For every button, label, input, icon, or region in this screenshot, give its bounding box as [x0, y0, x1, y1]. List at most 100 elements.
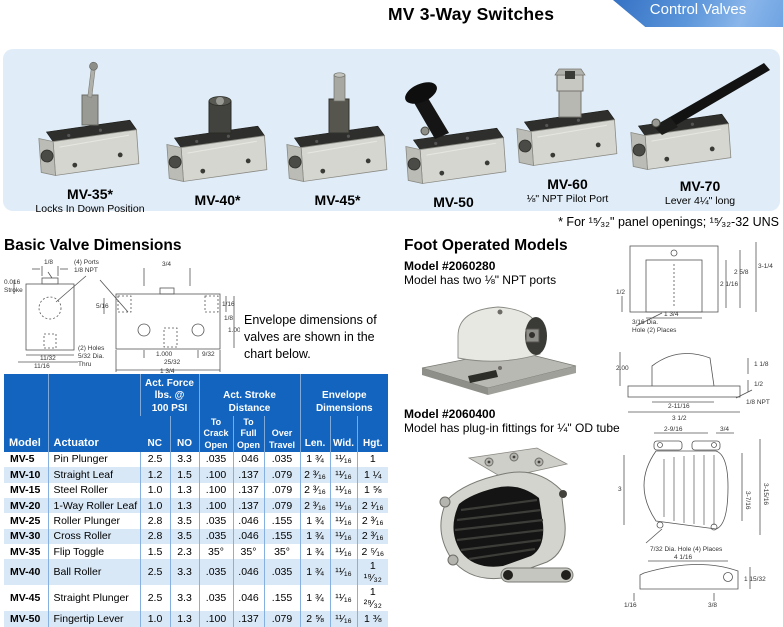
col-header-nc: NC	[140, 416, 170, 452]
svg-text:3-15/16: 3-15/16	[762, 483, 769, 505]
col-header-len: Len.	[299, 416, 331, 452]
cell-full: .046	[232, 451, 264, 468]
product-name: MV-70	[679, 178, 721, 194]
mv-50-photo	[404, 82, 507, 185]
svg-text:3/4: 3/4	[720, 426, 729, 433]
cell-over: 35°	[263, 544, 301, 560]
cell-hgt: 2 ⁵⁄₁₆	[356, 544, 389, 560]
model-1-number: Model #2060280	[404, 259, 496, 273]
table-row: MV-15 Steel Roller 1.0 1.3 .100 .137 .07…	[4, 482, 389, 498]
product-name: MV-50	[433, 194, 474, 210]
cell-nc: 2.8	[139, 528, 170, 545]
cell-wid: ¹¹⁄₁₆	[329, 497, 358, 514]
foot-operated-models-heading: Foot Operated Models	[404, 237, 568, 254]
cell-full: .137	[232, 467, 264, 483]
cell-nc: 1.0	[139, 497, 170, 514]
cell-len: 1 ¾	[299, 451, 331, 468]
cell-hgt: 2 ³⁄₁₆	[356, 513, 389, 529]
cell-full: .046	[232, 513, 264, 529]
svg-text:1 1/8: 1 1/8	[754, 361, 769, 368]
dimensions-caption: Envelope dimensions of valves are shown …	[244, 313, 377, 361]
cell-hgt: 1 ¹⁹⁄₃₂	[356, 559, 389, 586]
cell-no: 1.3	[169, 497, 199, 514]
cell-len: 1 ¾	[299, 513, 331, 529]
group-header-force: Act. Force lbs. @ 100 PSI	[139, 374, 199, 416]
cell-nc: 2.5	[139, 559, 170, 586]
cell-hgt: 1 ⅜	[356, 611, 389, 627]
svg-text:Stroke: Stroke	[4, 287, 23, 294]
cell-no: 3.5	[169, 513, 199, 529]
panel-footnote: * For ¹⁵⁄₃₂" panel openings; ¹⁵⁄₃₂-32 UN…	[558, 215, 779, 229]
table-row: MV-20 1-Way Roller Leaf 1.0 1.3 .100 .13…	[4, 497, 389, 514]
cell-crack: .035	[198, 528, 233, 545]
cell-over: .079	[263, 497, 301, 514]
valve-dimension-table: Model Actuator Act. Force lbs. @ 100 PSI…	[4, 374, 389, 627]
svg-text:25/32: 25/32	[164, 359, 181, 366]
cell-crack: .100	[198, 611, 233, 627]
cell-hgt: 2 ³⁄₁₆	[356, 528, 389, 545]
mv-70-photo	[629, 63, 770, 171]
svg-text:2.00: 2.00	[616, 365, 629, 372]
cell-crack: .035	[198, 559, 233, 586]
cell-actuator: Ball Roller	[47, 559, 140, 586]
product-name: MV-35*	[67, 186, 113, 202]
cell-no: 3.5	[169, 528, 199, 545]
table-row: MV-30 Cross Roller 2.8 3.5 .035 .046 .15…	[4, 528, 389, 545]
svg-text:2 5/8: 2 5/8	[734, 269, 749, 276]
table-row: MV-10 Straight Leaf 1.2 1.5 .100 .137 .0…	[4, 467, 389, 483]
col-header-full: To Full Open	[232, 416, 264, 452]
cell-len: 2 ⅝	[299, 611, 331, 627]
cell-len: 2 ³⁄₁₆	[299, 467, 331, 483]
cell-actuator: Pin Plunger	[47, 451, 140, 468]
cell-full: 35°	[232, 544, 264, 560]
product-caption: Lever 4¼" long	[664, 195, 736, 207]
cell-hgt: 1	[356, 451, 389, 468]
svg-text:7/32 Dia. Hole (4) Places: 7/32 Dia. Hole (4) Places	[650, 546, 723, 553]
svg-text:0.016: 0.016	[4, 279, 21, 286]
svg-text:1/8 NPT: 1/8 NPT	[74, 267, 98, 274]
product-caption: Locks In Down Position	[35, 203, 145, 215]
group-header-stroke: Act. Stroke Distance	[198, 374, 301, 416]
product-panel: MV-35* Locks In Down Position MV-40* MV-…	[3, 49, 780, 215]
table-row: MV-45 Straight Plunger 2.5 3.3 .035 .046…	[4, 585, 389, 612]
cell-crack: .035	[198, 451, 233, 468]
cell-actuator: Straight Leaf	[47, 467, 140, 483]
svg-text:1/8 NPT: 1/8 NPT	[746, 399, 770, 406]
cell-wid: ¹¹⁄₁₆	[329, 559, 358, 586]
cell-wid: ¹¹⁄₁₆	[329, 513, 358, 529]
cell-full: .137	[232, 611, 264, 627]
model-2060280-photo	[421, 306, 577, 395]
svg-text:3/4: 3/4	[162, 261, 171, 268]
table-row: MV-5 Pin Plunger 2.5 3.3 .035 .046 .035 …	[4, 451, 389, 468]
cell-wid: ¹¹⁄₁₆	[329, 482, 358, 498]
cell-no: 2.3	[169, 544, 199, 560]
svg-text:5/16: 5/16	[96, 303, 109, 310]
cell-nc: 1.2	[139, 467, 170, 483]
model-2060400-photo	[439, 447, 574, 583]
product-caption: ⅛" NPT Pilot Port	[526, 193, 609, 205]
tab-control-valves[interactable]: Control Valves	[613, 0, 783, 27]
cell-model: MV-35	[10, 545, 41, 558]
cell-len: 1 ¾	[299, 559, 331, 586]
cell-actuator: Roller Plunger	[47, 513, 140, 529]
mv-60-photo	[515, 68, 618, 167]
col-header-crack: To Crack Open	[198, 416, 233, 452]
svg-text:1/2: 1/2	[616, 289, 625, 296]
cell-over: .079	[263, 467, 301, 483]
cell-crack: .035	[198, 513, 233, 529]
svg-text:9/32: 9/32	[202, 351, 215, 358]
product-mv-35: MV-35* Locks In Down Position	[25, 57, 155, 215]
cell-actuator: 1-Way Roller Leaf	[47, 497, 140, 514]
svg-text:11/16: 11/16	[34, 363, 50, 370]
svg-text:(2) Holes: (2) Holes	[78, 345, 105, 352]
product-name: MV-40*	[194, 192, 241, 208]
cell-model: MV-30	[10, 530, 41, 543]
svg-text:1 3/4: 1 3/4	[160, 368, 175, 374]
table-row: MV-40 Ball Roller 2.5 3.3 .035 .046 .035…	[4, 559, 389, 586]
model-2-number: Model #2060400	[404, 407, 496, 421]
product-mv-45: MV-45*	[275, 63, 400, 208]
cell-actuator: Straight Plunger	[47, 585, 140, 612]
cell-actuator: Cross Roller	[47, 528, 140, 545]
cell-full: .046	[232, 559, 264, 586]
svg-text:1/8: 1/8	[44, 259, 53, 266]
